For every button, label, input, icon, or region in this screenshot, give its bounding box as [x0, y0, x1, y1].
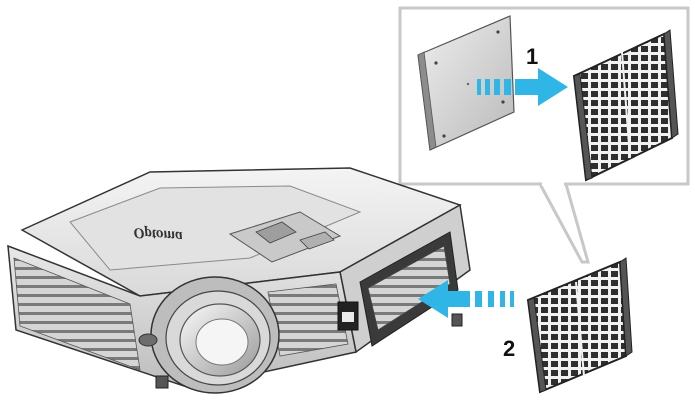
- projector-icon: Optoma: [8, 168, 470, 393]
- step-1-label: 1: [526, 46, 538, 68]
- step-2-label: 2: [503, 338, 515, 360]
- dust-filter-icon: [528, 258, 632, 392]
